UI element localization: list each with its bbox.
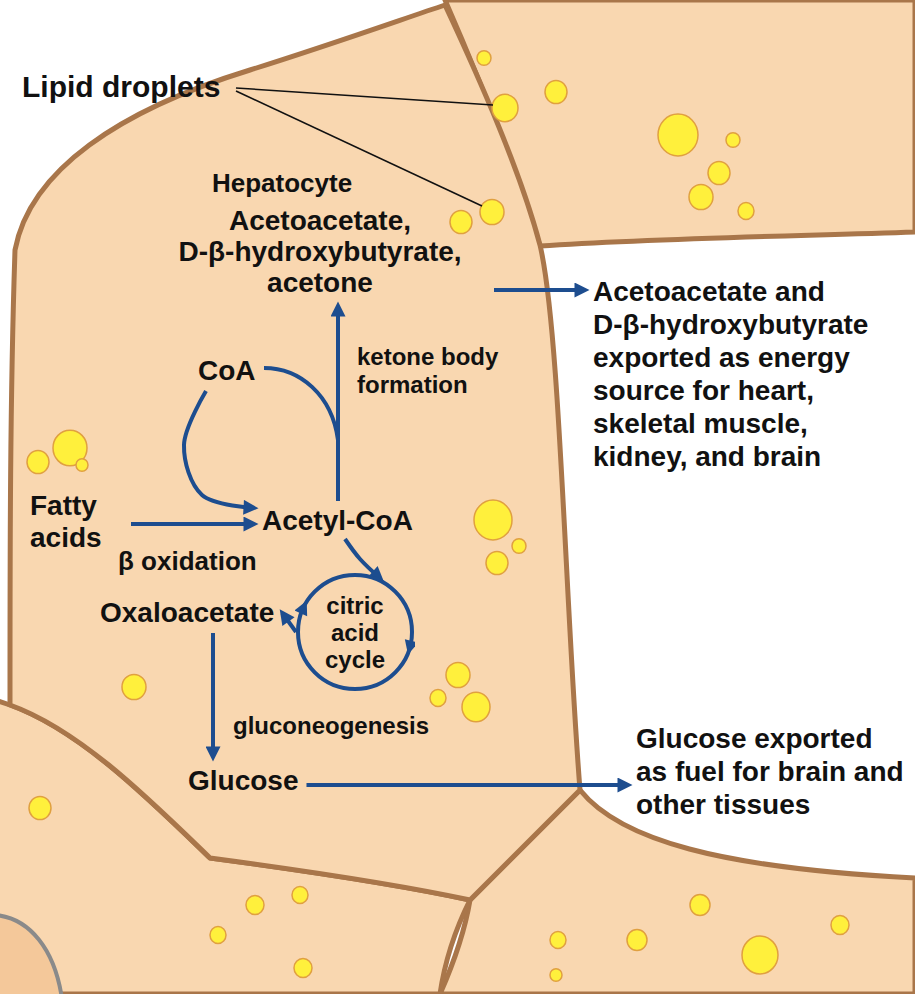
lipid-droplet bbox=[658, 114, 698, 156]
lipid-droplet bbox=[294, 959, 312, 978]
node-label: Fatty acids bbox=[30, 490, 125, 554]
lipid-droplet bbox=[29, 796, 51, 819]
lipid-droplet bbox=[486, 551, 508, 574]
lipid-droplet bbox=[627, 930, 647, 951]
lipid-droplet bbox=[726, 133, 740, 148]
node-label: citric acid cycle bbox=[319, 592, 391, 673]
cycle-arrowhead bbox=[295, 601, 307, 617]
node-label: Acetoacetate, D-β-hydroxybutyrate, aceto… bbox=[150, 205, 490, 298]
flow-arrow bbox=[306, 783, 628, 787]
node-label: Acetoacetate and D-β-hydroxybutyrate exp… bbox=[593, 275, 903, 473]
edge-label: β oxidation bbox=[118, 546, 257, 576]
lipid-droplet bbox=[738, 203, 754, 220]
lipid-droplet bbox=[708, 161, 730, 184]
cycle-ring bbox=[298, 575, 412, 689]
text-node: Glucose bbox=[188, 765, 298, 797]
lipid-droplet bbox=[690, 895, 710, 916]
lipid-droplet bbox=[831, 916, 849, 935]
cycle-ring: citric acid cycle bbox=[295, 572, 415, 692]
edge-label: ketone body formation bbox=[357, 343, 542, 399]
lipid-droplet bbox=[512, 539, 526, 554]
edge-label: gluconeogenesis bbox=[233, 712, 429, 740]
cycle-arrowhead bbox=[405, 639, 415, 654]
text-node: CoA bbox=[198, 355, 256, 387]
node-label: Acetyl-CoA bbox=[262, 505, 413, 537]
lipid-droplet bbox=[550, 932, 566, 949]
flow-arrow bbox=[131, 522, 254, 526]
lipid-droplet bbox=[480, 199, 504, 224]
lipid-droplet bbox=[462, 692, 490, 721]
text-node: Fatty acids bbox=[30, 490, 125, 554]
lipid-droplet bbox=[210, 927, 226, 944]
flow-arrow bbox=[211, 633, 215, 757]
lipid-droplet bbox=[446, 662, 470, 687]
text-node: Acetoacetate and D-β-hydroxybutyrate exp… bbox=[593, 275, 903, 473]
node-label: Oxaloacetate bbox=[100, 597, 274, 629]
lipid-droplet bbox=[27, 450, 49, 473]
lipid-droplet bbox=[742, 936, 778, 974]
flow-arrow bbox=[336, 306, 340, 501]
lipid-droplet bbox=[474, 500, 512, 540]
lipid-droplet bbox=[477, 51, 491, 66]
lipid-droplet bbox=[545, 80, 567, 103]
lipid-droplet bbox=[122, 674, 146, 699]
lipid-droplet bbox=[550, 969, 562, 982]
lipid-droplet bbox=[450, 210, 472, 233]
node-label: CoA bbox=[198, 355, 256, 387]
text-node: Acetyl-CoA bbox=[262, 505, 413, 537]
text-node: Glucose exported as fuel for brain and o… bbox=[636, 722, 908, 821]
cell-outline bbox=[0, 915, 62, 994]
node-label: Glucose bbox=[188, 765, 298, 797]
cell-outline bbox=[10, 5, 580, 900]
lipid-droplet bbox=[689, 184, 713, 209]
lipid-droplet bbox=[246, 896, 264, 915]
lipid-droplet bbox=[492, 94, 518, 121]
text-node: Oxaloacetate bbox=[100, 597, 274, 629]
lipid-droplet bbox=[430, 690, 446, 707]
flow-arrow bbox=[494, 288, 585, 292]
text-node: Acetoacetate, D-β-hydroxybutyrate, aceto… bbox=[150, 205, 490, 298]
node-label: Glucose exported as fuel for brain and o… bbox=[636, 722, 908, 821]
callout-label: Lipid droplets bbox=[22, 70, 220, 104]
lipid-droplet bbox=[292, 887, 308, 904]
node-label: Hepatocyte bbox=[212, 168, 352, 198]
lipid-droplet bbox=[76, 459, 88, 472]
